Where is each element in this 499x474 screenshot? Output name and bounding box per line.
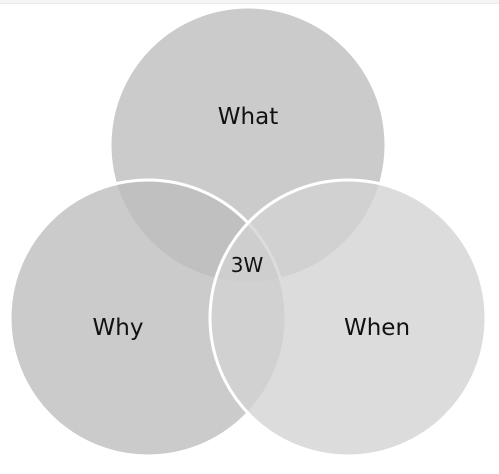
top-border [0,0,499,4]
venn-label-what: What [218,104,278,130]
venn-circle-when [208,178,488,458]
venn-label-when: When [344,315,410,341]
venn-label-why: Why [93,315,144,341]
venn-center-label: 3W [231,253,264,277]
